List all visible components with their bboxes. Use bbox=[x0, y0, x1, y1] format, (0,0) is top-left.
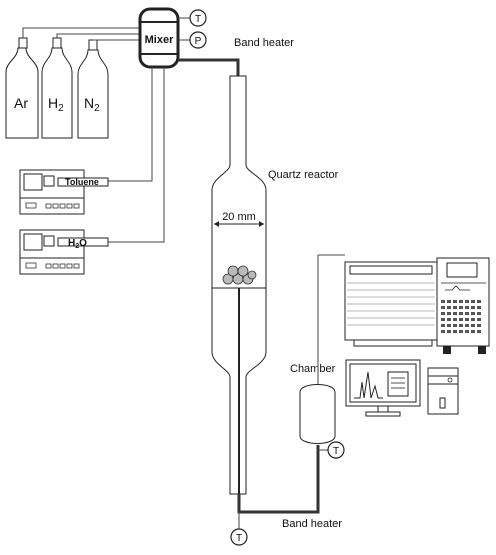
width-dimension-arrow bbox=[214, 221, 264, 227]
quartz-reactor bbox=[211, 75, 267, 510]
width-dimension-label: 20 mm bbox=[222, 211, 256, 223]
gas-line-h2 bbox=[56, 33, 140, 38]
line-h2o bbox=[108, 67, 165, 243]
temperature-gauge-chamber-label: T bbox=[333, 446, 339, 457]
pressure-gauge-mixer-label: P bbox=[195, 36, 202, 47]
band-heater-bottom-label: Band heater bbox=[282, 518, 342, 530]
temperature-gauge-outlet bbox=[230, 528, 248, 546]
mixer bbox=[138, 7, 180, 69]
chamber bbox=[299, 384, 336, 444]
temperature-gauge-mixer bbox=[189, 9, 207, 27]
computer-monitor bbox=[345, 359, 421, 417]
toluene-label: Toluene bbox=[65, 177, 99, 187]
cylinder-label-ar: Ar bbox=[14, 95, 28, 111]
chamber-label: Chamber bbox=[290, 363, 336, 375]
heated-line-bottom bbox=[237, 445, 320, 514]
pressure-gauge-mixer bbox=[189, 31, 207, 49]
h2o-label: H2O bbox=[68, 238, 87, 250]
temperature-gauge-outlet-label: T bbox=[236, 533, 242, 544]
computer-tower bbox=[427, 367, 459, 415]
band-heater-top-label: Band heater bbox=[234, 37, 294, 49]
quartz-reactor-label: Quartz reactor bbox=[268, 169, 339, 181]
temperature-gauge-mixer-label: T bbox=[195, 14, 201, 25]
mixer-label: Mixer bbox=[145, 34, 174, 46]
catalyst-bed bbox=[222, 265, 257, 285]
cylinder-label-h2: H2 bbox=[48, 95, 64, 114]
line-toluene bbox=[108, 67, 153, 182]
temperature-gauge-chamber bbox=[327, 441, 345, 459]
gas-cylinder-ar bbox=[5, 37, 39, 139]
gas-cylinder-h2 bbox=[41, 37, 73, 139]
heated-line-top bbox=[178, 58, 240, 76]
syringe-pump-toluene bbox=[19, 169, 109, 215]
cylinder-label-n2: N2 bbox=[84, 95, 100, 114]
gas-cylinder-n2 bbox=[77, 39, 109, 139]
gas-line-ar bbox=[22, 27, 140, 38]
gas-chromatograph bbox=[344, 257, 490, 354]
syringe-pump-h2o bbox=[19, 229, 109, 275]
